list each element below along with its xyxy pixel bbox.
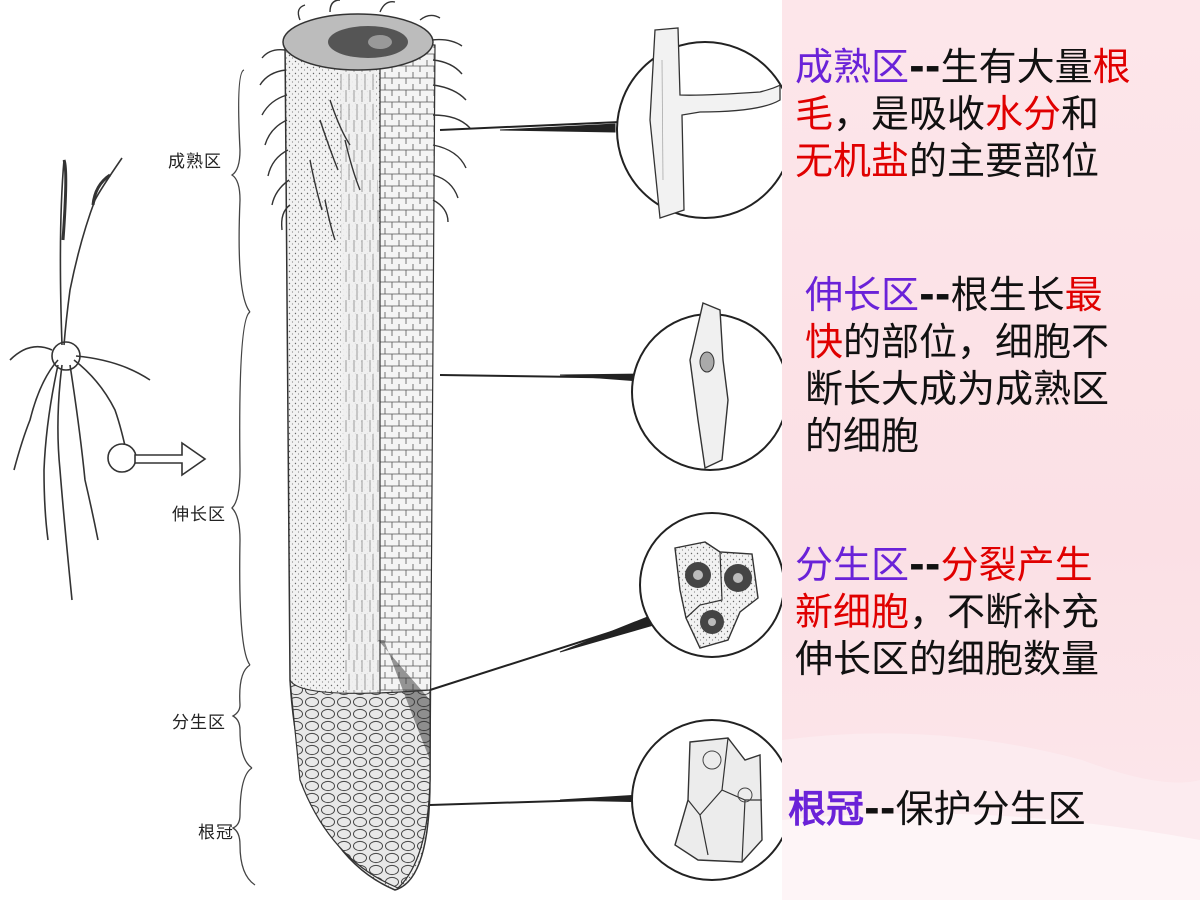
desc-text: 的主要部位: [909, 139, 1100, 183]
desc-text: 断长大成为成熟区: [805, 367, 1110, 411]
desc-root-cap: 根冠--保护分生区: [788, 785, 1086, 833]
desc-highlight: 快: [805, 320, 844, 364]
desc-meristem: 分生区--分裂产生 新细胞，不断补充 伸长区的细胞数量: [795, 542, 1099, 683]
desc-text: ，是吸收: [833, 92, 986, 136]
label-maturation-zone: 成熟区: [168, 152, 222, 172]
separator: --: [919, 273, 951, 317]
separator: --: [909, 45, 941, 89]
desc-highlight: 毛: [795, 92, 834, 136]
magnified-meristem-cells: [639, 512, 785, 658]
desc-elongation: 伸长区--根生长最 快的部位，细胞不 断长大成为成熟区 的细胞: [805, 272, 1109, 460]
desc-text: 根生长: [950, 273, 1065, 317]
desc-highlight: 最: [1064, 273, 1103, 317]
desc-text: 和: [1061, 92, 1100, 136]
desc-meristem-title: 分生区: [795, 543, 910, 587]
root-diagram: 成熟区 伸长区 分生区 根冠: [9, 0, 794, 891]
desc-text: ，不断补充: [909, 590, 1100, 634]
magnified-elongation-cell: [631, 302, 789, 471]
root-hairs: [259, 0, 471, 241]
panel-background-wave: [782, 733, 1200, 900]
desc-highlight: 新细胞: [795, 590, 910, 634]
desc-text: 生有大量: [940, 45, 1093, 89]
desc-text: 保护分生区: [895, 787, 1086, 831]
desc-text: 的部位，细胞不: [843, 320, 1110, 364]
arrow-icon: [134, 441, 207, 477]
root-body: [282, 13, 436, 891]
description-panel: [782, 0, 1200, 900]
desc-highlight: 水分: [985, 92, 1062, 136]
desc-elongation-title: 伸长区: [805, 273, 920, 317]
pointer-lines: [429, 121, 658, 806]
desc-text: 伸长区的细胞数量: [795, 637, 1100, 681]
seedling-icon: [9, 157, 151, 601]
desc-maturation-title: 成熟区: [795, 45, 910, 89]
label-root-cap: 根冠: [198, 823, 234, 843]
zone-brackets: [230, 69, 256, 886]
desc-highlight: 无机盐: [795, 139, 910, 183]
desc-highlight: 根: [1092, 45, 1131, 89]
desc-root-cap-title: 根冠: [788, 786, 865, 831]
desc-text: 的细胞: [805, 414, 920, 458]
label-elongation-zone: 伸长区: [172, 505, 226, 525]
desc-maturation: 成熟区--生有大量根 毛，是吸收水分和 无机盐的主要部位: [795, 44, 1131, 185]
magnified-root-hair-cell: [616, 27, 794, 219]
root-illustration: [9, 0, 794, 891]
magnified-root-cap-cells: [631, 719, 793, 881]
label-meristem-zone: 分生区: [172, 713, 226, 733]
separator: --: [864, 787, 896, 831]
separator: --: [909, 543, 941, 587]
desc-highlight: 分裂产生: [940, 543, 1093, 587]
